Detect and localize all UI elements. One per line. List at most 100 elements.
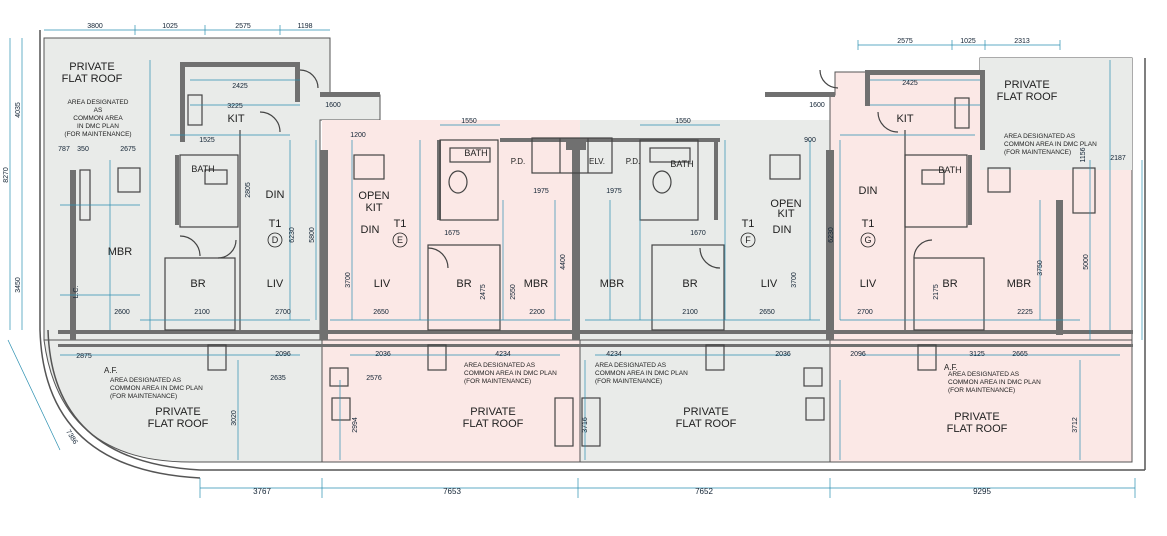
dim-int-2675: 2675: [120, 146, 136, 153]
dim-int-2994: 2994: [352, 417, 359, 433]
dim-top-r1: 2575: [897, 38, 913, 45]
kit-label-g: KIT: [896, 113, 913, 125]
note-b3-1: AREA DESIGNATED AS: [595, 362, 667, 369]
dim-int-2805: 2805: [245, 182, 252, 198]
roof-texts: PRIVATE FLAT ROOF PRIVATE FLAT ROOF PRIV…: [62, 61, 1058, 435]
note-b2-3: (FOR MAINTENANCE): [464, 378, 531, 385]
dim-int-1675: 1675: [444, 230, 460, 237]
dim-int-2425-g: 2425: [902, 80, 918, 87]
af-label-left: A.F.: [104, 366, 118, 375]
bath-label-f: BATH: [670, 159, 693, 169]
note-tr-3: (FOR MAINTENANCE): [1004, 149, 1071, 156]
note-tl-5: (FOR MAINTENANCE): [64, 131, 131, 138]
dim-int-1200: 900: [804, 137, 816, 144]
note-b3-2: COMMON AREA IN DMC PLAN: [595, 370, 688, 377]
dim-int-3700-e: 3700: [345, 272, 352, 288]
roof-label-bottom-2a: PRIVATE: [470, 406, 515, 418]
partitions: [79, 69, 1096, 447]
din-label-f: DIN: [773, 224, 792, 236]
dimension-texts: 3767 7653 7652 9295 3800 1025 2575 1198 …: [3, 23, 1126, 496]
dim-int-4234-e: 4234: [495, 351, 511, 358]
dim-int-6230-g: 6230: [828, 227, 835, 243]
mbr-label-e: MBR: [524, 278, 549, 290]
note-tr-2: COMMON AREA IN DMC PLAN: [1004, 141, 1097, 148]
dim-int-2576: 2576: [366, 375, 382, 382]
open-kit-label-e-1: OPEN: [358, 190, 389, 202]
note-b2-1: AREA DESIGNATED AS: [464, 362, 536, 369]
dim-int-2700-d: 2700: [275, 309, 291, 316]
note-b3-3: (FOR MAINTENANCE): [595, 378, 662, 385]
dim-int-3716: 3716: [582, 417, 589, 433]
roof-label-bottom-1b: FLAT ROOF: [148, 418, 209, 430]
roof-label-bottom-1a: PRIVATE: [155, 406, 200, 418]
mbr-label-f: MBR: [600, 278, 625, 290]
dim-top-r2: 1025: [960, 38, 976, 45]
dim-top-2: 1025: [162, 23, 178, 30]
roof-label-bottom-4b: FLAT ROOF: [947, 423, 1008, 435]
dim-int-787: 787: [58, 146, 70, 153]
dim-top-1: 3800: [87, 23, 103, 30]
dim-int-2650-e: 2650: [373, 309, 389, 316]
dim-int-3700-f: 3700: [791, 272, 798, 288]
outer-boundary: [39, 30, 1146, 479]
dim-bottom-4: 9295: [973, 487, 991, 496]
dim-bottom-3: 7652: [695, 487, 713, 496]
dim-right-2: 5000: [1083, 254, 1090, 270]
dim-top-4: 1198: [297, 23, 312, 30]
dim-int-2200: 2200: [529, 309, 545, 316]
unit-type-g: T1: [862, 218, 875, 230]
liv-label-g: LIV: [860, 278, 877, 290]
open-kit-label-f-1: OPEN: [770, 198, 801, 210]
elv-label: ELV.: [589, 157, 605, 166]
flat-id-g: G: [864, 235, 871, 245]
dim-int-5800: 5800: [309, 227, 316, 243]
br-label-f: BR: [682, 278, 697, 290]
dim-int-2800-g: 1600: [809, 102, 825, 109]
note-b1-1: AREA DESIGNATED AS: [110, 377, 182, 384]
din-label-e: DIN: [361, 224, 380, 236]
dim-int-2036-e: 2036: [375, 351, 391, 358]
note-b4-3: (FOR MAINTENANCE): [948, 387, 1015, 394]
dim-left-1: 4035: [15, 102, 22, 118]
dim-right-3: 1156: [1080, 147, 1087, 162]
roof-label-top-left-2: FLAT ROOF: [62, 73, 123, 85]
dim-int-2650-f: 2650: [759, 309, 775, 316]
core-labels: P.D. ELV. P.D.: [511, 157, 641, 166]
dim-int-2800-d: 1600: [325, 102, 341, 109]
roof-label-bottom-2b: FLAT ROOF: [463, 418, 524, 430]
br-label-d: BR: [190, 278, 205, 290]
dim-int-3225: 3225: [227, 103, 243, 110]
dim-int-1975-e: 1975: [533, 188, 549, 195]
dim-int-2100-d: 2100: [194, 309, 210, 316]
dim-int-1550-e: 1550: [461, 118, 477, 125]
dim-int-3750-g: 3750: [1037, 260, 1044, 276]
dim-int-2100-f: 2100: [682, 309, 698, 316]
br-label-e: BR: [456, 278, 471, 290]
liv-label-e: LIV: [374, 278, 391, 290]
common-area-notes: AREA DESIGNATED AS COMMON AREA IN DMC PL…: [64, 99, 1097, 400]
dim-int-2036-f: 2036: [775, 351, 791, 358]
dim-int-2096-g: 2096: [850, 351, 866, 358]
flat-id-f: F: [745, 235, 751, 245]
roof-label-bottom-4a: PRIVATE: [954, 411, 999, 423]
dim-int-1600: 1200: [350, 132, 366, 139]
roof-label-bottom-3b: FLAT ROOF: [676, 418, 737, 430]
grid-mark-lc: L.C.: [73, 286, 80, 299]
dim-int-1975-f: 1975: [606, 188, 622, 195]
note-b4-1: AREA DESIGNATED AS: [948, 371, 1020, 378]
pd-label-right: P.D.: [626, 157, 641, 166]
dim-int-3125: 3125: [969, 351, 985, 358]
dim-int-2665: 2665: [1012, 351, 1028, 358]
dimension-lines: [7, 25, 1143, 498]
dim-int-2096-d: 2096: [275, 351, 291, 358]
room-labels: KIT BATH DIN MBR BR LIV T1 D BATH OPEN K…: [108, 113, 1032, 290]
dim-left-3: 3450: [15, 277, 22, 293]
bath-label-d: BATH: [191, 164, 214, 174]
dim-int-2475-e: 2475: [480, 284, 487, 300]
dim-bottom-1: 3767: [253, 487, 271, 496]
dim-int-2175-g: 2175: [933, 284, 940, 300]
kit-label-d: KIT: [227, 113, 244, 125]
bath-label-g: BATH: [938, 165, 961, 175]
dim-int-1525: 1525: [199, 137, 215, 144]
